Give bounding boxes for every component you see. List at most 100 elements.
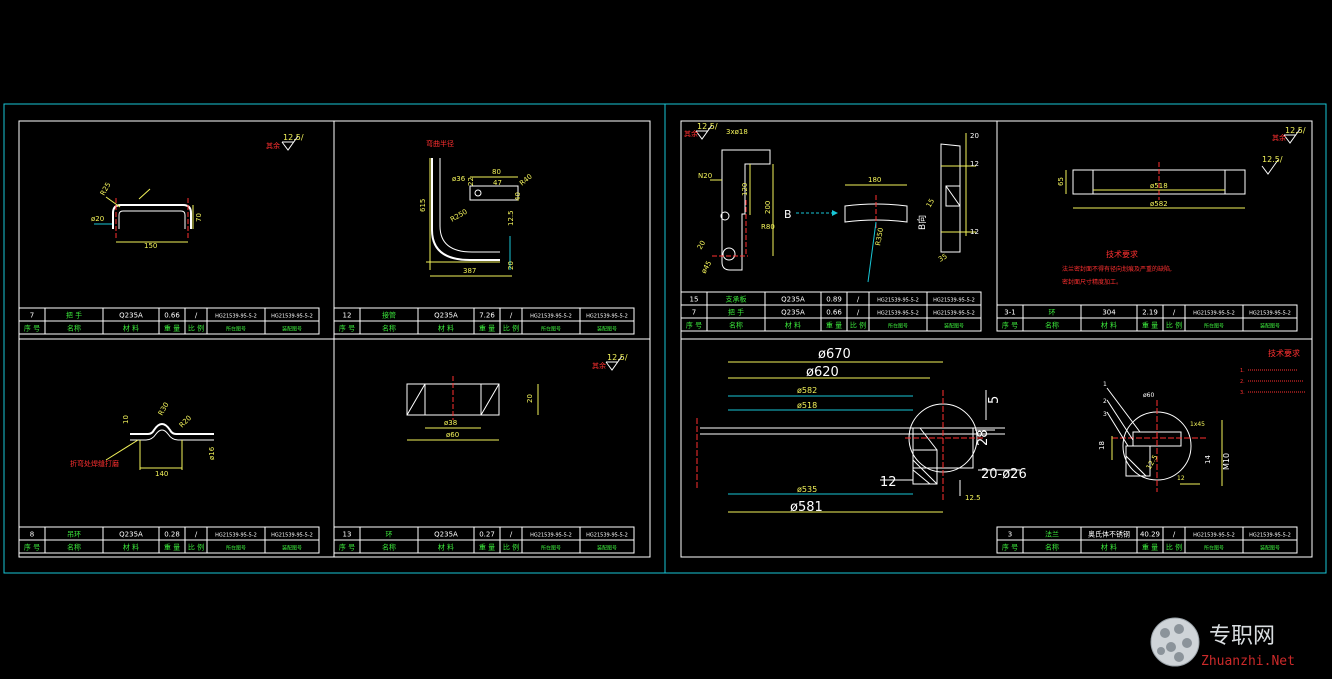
ring-top-drawing: 12.5/ 其余 12.5/ ø518 ø582 65 技术要求 法兰密封面不得… xyxy=(1057,126,1306,286)
table-cell: 0.89 xyxy=(826,296,842,304)
table-cell: 所在图号 xyxy=(1204,545,1224,552)
table-cell: 装配图号 xyxy=(1260,545,1280,552)
dim-d582: ø582 xyxy=(1150,200,1168,208)
table-cell: / xyxy=(1173,531,1176,539)
dim-387: 387 xyxy=(463,267,476,275)
table-cell: 0.66 xyxy=(164,312,180,320)
dim-35: 35 xyxy=(937,252,949,263)
dim-d16: ø16 xyxy=(208,446,216,460)
dim-3xd18: 3xø18 xyxy=(726,128,748,136)
dim-18: 18 xyxy=(1098,441,1106,450)
table-cell: 装配图号 xyxy=(597,326,617,333)
dim-d45: ø45 xyxy=(700,260,714,275)
roughness-symbol-2: 12.5/ 其余 xyxy=(592,353,628,371)
roughness-value-5: 12.5/ xyxy=(1262,155,1283,164)
table-cell: 8 xyxy=(30,531,34,539)
table-cell: / xyxy=(1173,309,1176,317)
tech-req-title-2: 技术要求 xyxy=(1268,348,1300,358)
table-cell: HG21539-95-5-2 xyxy=(933,298,975,304)
tech-req-2-line-3: 3. xyxy=(1240,390,1245,396)
hook-drawing: 折弯处焊缝打磨 10 R30 R20 140 ø16 xyxy=(70,401,216,478)
table-cell: 装配图号 xyxy=(597,545,617,552)
table-cell: 材 料 xyxy=(785,321,801,330)
roughness-symbol: 12.5/ 其余 xyxy=(266,133,304,151)
watermark-url: Zhuanzhi.Net xyxy=(1201,654,1295,669)
dim-12-a: 12 xyxy=(970,160,979,168)
dim-20: 20 xyxy=(696,239,707,251)
table-cell: 序 号 xyxy=(339,543,355,552)
tech-req-line-1: 法兰密封面不得有径向划痕及严重的缺陷, xyxy=(1062,265,1172,273)
table-cell: HG21539-95-5-2 xyxy=(586,533,628,539)
dim-n20: N20 xyxy=(698,172,712,180)
table-cell: 法兰 xyxy=(1045,530,1059,539)
table-cell: 材 料 xyxy=(123,543,139,552)
table-cell: 所在图号 xyxy=(226,326,246,333)
table-cell: 序 号 xyxy=(24,324,40,333)
dim-70: 70 xyxy=(195,213,203,222)
dim-r30: R30 xyxy=(157,401,171,417)
watermark-brand: 专职网 xyxy=(1209,624,1275,649)
table-cell: HG21539-95-5-2 xyxy=(271,533,313,539)
dim-12-5: 12.5 xyxy=(507,210,515,226)
table-cell: 0.28 xyxy=(164,531,180,539)
dim-12-5: 12.5 xyxy=(965,494,981,502)
dim-120: 120 xyxy=(741,183,749,196)
table-cell: 支承板 xyxy=(726,295,747,304)
sheet-frames xyxy=(3,103,1327,574)
dim-d518: ø518 xyxy=(1150,182,1168,190)
table-cell: 比 例 xyxy=(188,543,204,552)
roughness-value-2: 12.5/ xyxy=(607,353,628,362)
table-cell: Q235A xyxy=(119,312,143,320)
roughness-label-3: 其余 xyxy=(684,129,698,138)
support-plate-drawing: 12.5/ 其余 3xø18 N20 120 200 R80 20 ø45 B … xyxy=(684,122,979,283)
dim-80: 80 xyxy=(492,168,501,176)
table-cell: / xyxy=(510,531,513,539)
dim-d670: ø670 xyxy=(818,347,851,362)
table-cell: Q235A xyxy=(781,296,805,304)
table-cell: 7 xyxy=(692,309,696,317)
table-cell: HG21539-95-5-2 xyxy=(877,311,919,317)
table-cell: 重 量 xyxy=(164,325,180,333)
dim-d535: ø535 xyxy=(797,485,817,494)
table-cell: 0.27 xyxy=(479,531,495,539)
table-cell: 3-1 xyxy=(1004,309,1015,317)
roughness-label-2: 其余 xyxy=(592,361,606,370)
table-cell: 材 料 xyxy=(438,324,454,333)
table-cell: 名称 xyxy=(67,324,81,333)
roughness-value-4: 12.5/ xyxy=(1285,126,1306,135)
table-cell: 奥氏体不锈钢 xyxy=(1088,530,1130,539)
table-cell: 把 手 xyxy=(728,308,744,317)
table-cell: 序 号 xyxy=(339,324,355,333)
table-cell: 材 料 xyxy=(1101,543,1117,552)
dim-5: 5 xyxy=(987,396,1002,404)
section-b-label: B向 xyxy=(916,215,928,230)
table-cell: 比 例 xyxy=(503,543,519,552)
table-cell: 重 量 xyxy=(479,544,495,552)
table-cell: / xyxy=(195,531,198,539)
table-cell: 材 料 xyxy=(123,324,139,333)
table-cell: 比 例 xyxy=(188,324,204,333)
ring-drawing: 12.5/ 其余 20 ø38 ø60 xyxy=(406,353,628,441)
table-cell: / xyxy=(857,296,860,304)
table-cell: 名称 xyxy=(1045,321,1059,330)
dim-m10: M10 xyxy=(1222,453,1231,470)
table-cell: HG21539-95-5-2 xyxy=(586,314,628,320)
dim-r350: R350 xyxy=(874,227,885,246)
dim-20-b: 20 xyxy=(970,132,979,140)
table-cell: HG21539-95-5-2 xyxy=(271,314,313,320)
table-cell: 装配图号 xyxy=(282,545,302,552)
table-cell: 40.29 xyxy=(1140,531,1160,539)
table-cell: HG21539-95-5-2 xyxy=(215,314,257,320)
table-cell: HG21539-95-5-2 xyxy=(933,311,975,317)
table-cell: 比 例 xyxy=(503,324,519,333)
table-cell: 所在图号 xyxy=(541,545,561,552)
table-cell: 把 手 xyxy=(66,311,82,320)
roughness-symbol-3: 12.5/ 其余 xyxy=(684,122,718,140)
roughness-label-4: 其余 xyxy=(1272,133,1286,142)
table-cell: 所在图号 xyxy=(541,326,561,333)
table-cell: 0.66 xyxy=(826,309,842,317)
